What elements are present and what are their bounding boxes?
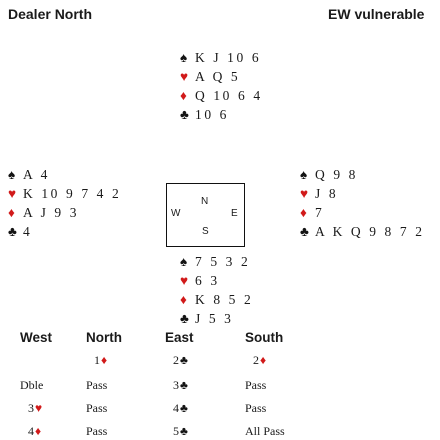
north-diamonds-row: ♦ Q 10 6 4 (180, 86, 263, 105)
north-clubs-row: ♣ 10 6 (180, 105, 263, 124)
west-clubs: 4 (23, 224, 33, 239)
compass-east: E (231, 208, 238, 219)
south-spades: 7 5 3 2 (195, 254, 251, 269)
bid-south-4: All Pass (245, 424, 285, 438)
west-diamonds-row: ♦ A J 9 3 (8, 203, 121, 222)
west-hearts: K 10 9 7 4 2 (23, 186, 122, 201)
bid-north-2: Pass (86, 378, 108, 392)
bid-level: 4 (173, 401, 179, 415)
north-hearts: A Q 5 (195, 69, 241, 84)
heart-icon: ♥ (8, 186, 17, 201)
bid-north-1: 1♦ (94, 353, 107, 368)
spade-icon: ♠ (180, 50, 188, 65)
east-diamonds: 7 (315, 205, 325, 220)
auction-header-west: West (20, 330, 53, 345)
vulnerability-label: EW vulnerable (328, 6, 425, 22)
south-hearts-row: ♥ 6 3 (180, 271, 253, 290)
west-spades-row: ♠ A 4 (8, 165, 121, 184)
club-icon: ♣ (180, 311, 189, 326)
spade-icon: ♠ (300, 167, 308, 182)
east-clubs: A K Q 9 8 7 2 (315, 224, 425, 239)
bid-level: 5 (173, 424, 179, 438)
diamond-icon: ♦ (180, 292, 187, 307)
bid-level: 4 (28, 424, 34, 438)
dealer-label: Dealer North (8, 6, 93, 22)
compass-north: N (201, 196, 209, 207)
club-icon: ♣ (8, 224, 17, 239)
diamond-icon: ♦ (8, 205, 15, 220)
diamond-icon: ♦ (35, 424, 42, 438)
bid-north-3: Pass (86, 401, 108, 415)
bid-south-1: 2♦ (253, 353, 266, 368)
east-spades-row: ♠ Q 9 8 (300, 165, 425, 184)
heart-icon: ♥ (300, 186, 309, 201)
south-diamonds: K 8 5 2 (195, 292, 254, 307)
diamond-icon: ♦ (300, 205, 307, 220)
club-icon: ♣ (180, 353, 188, 367)
compass-box: N W E S (166, 183, 245, 247)
east-hand: ♠Q 9 8 ♥J 8 ♦7 ♣A K Q 9 8 7 2 (300, 165, 425, 241)
heart-icon: ♥ (35, 401, 43, 415)
west-diamonds: A J 9 3 (23, 205, 80, 220)
auction-header-north: North (86, 330, 122, 345)
south-clubs-row: ♣ J 5 3 (180, 309, 253, 328)
bid-level: 3 (173, 378, 179, 392)
north-spades-row: ♠ K J 10 6 (180, 48, 263, 67)
club-icon: ♣ (180, 378, 188, 392)
north-diamonds: Q 10 6 4 (195, 88, 263, 103)
club-icon: ♣ (180, 401, 188, 415)
west-spades: A 4 (23, 167, 50, 182)
bid-west-3: 3♥ (28, 401, 42, 416)
compass-west: W (171, 208, 181, 219)
south-hand: ♠ 7 5 3 2 ♥ 6 3 ♦ K 8 5 2 ♣ J 5 3 (180, 252, 253, 328)
bid-south-3: Pass (245, 401, 267, 415)
east-spades: Q 9 8 (315, 167, 358, 182)
north-clubs: 10 6 (195, 107, 230, 122)
diamond-icon: ♦ (101, 353, 108, 367)
auction-header-south: South (245, 330, 284, 345)
compass-south: S (202, 226, 209, 237)
heart-icon: ♥ (180, 273, 189, 288)
heart-icon: ♥ (180, 69, 189, 84)
bid-east-1: 2♣ (173, 353, 188, 368)
club-icon: ♣ (180, 107, 189, 122)
auction-header-east: East (165, 330, 194, 345)
south-spades-row: ♠ 7 5 3 2 (180, 252, 253, 271)
bid-east-4: 5♣ (173, 424, 188, 439)
diamond-icon: ♦ (260, 353, 267, 367)
bid-west-4: 4♦ (28, 424, 41, 439)
bid-level: 3 (28, 401, 34, 415)
east-clubs-row: ♣ A K Q 9 8 7 2 (300, 222, 425, 241)
south-clubs: J 5 3 (195, 311, 234, 326)
north-hearts-row: ♥ A Q 5 (180, 67, 263, 86)
south-hearts: 6 3 (195, 273, 220, 288)
bid-level: 2 (253, 353, 259, 367)
east-hearts: J 8 (315, 186, 339, 201)
bid-level: 1 (94, 353, 100, 367)
club-icon: ♣ (300, 224, 309, 239)
east-diamonds-row: ♦7 (300, 203, 425, 222)
club-icon: ♣ (180, 424, 188, 438)
north-spades: K J 10 6 (195, 50, 262, 65)
bid-south-2: Pass (245, 378, 267, 392)
bid-level: 2 (173, 353, 179, 367)
west-hand: ♠A 4 ♥K 10 9 7 4 2 ♦A J 9 3 ♣4 (8, 165, 121, 241)
west-clubs-row: ♣4 (8, 222, 121, 241)
diamond-icon: ♦ (180, 88, 187, 103)
north-hand: ♠ K J 10 6 ♥ A Q 5 ♦ Q 10 6 4 ♣ 10 6 (180, 48, 263, 124)
south-diamonds-row: ♦ K 8 5 2 (180, 290, 253, 309)
west-hearts-row: ♥ K 10 9 7 4 2 (8, 184, 121, 203)
bid-east-3: 4♣ (173, 401, 188, 416)
spade-icon: ♠ (8, 167, 16, 182)
bid-east-2: 3♣ (173, 378, 188, 393)
bid-west-2: Dble (20, 378, 44, 392)
spade-icon: ♠ (180, 254, 188, 269)
east-hearts-row: ♥ J 8 (300, 184, 425, 203)
bid-north-4: Pass (86, 424, 108, 438)
